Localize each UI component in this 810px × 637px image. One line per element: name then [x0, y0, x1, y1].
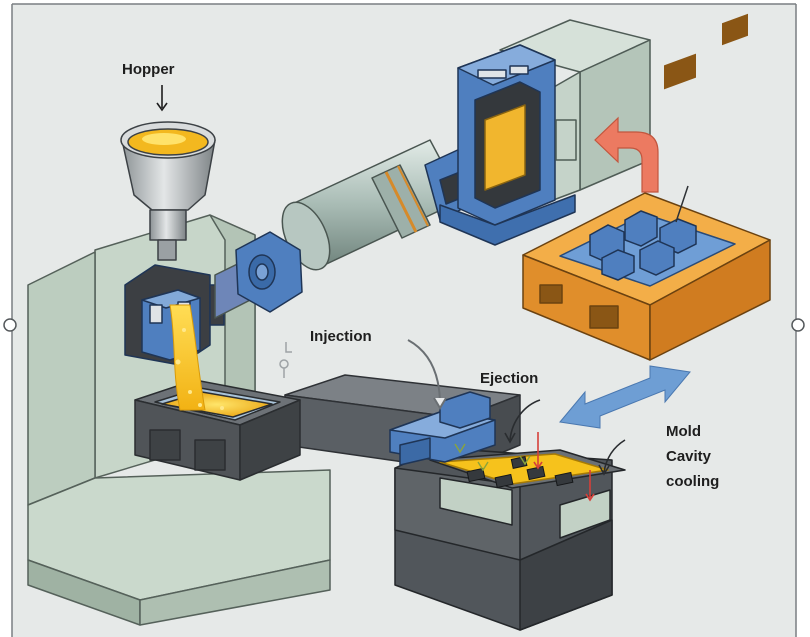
- molded-parts: [466, 456, 574, 489]
- mold-cavities: [589, 210, 697, 281]
- ejection-arrow: [504, 399, 541, 444]
- resize-handle-left[interactable]: [3, 318, 17, 332]
- mold-label: Mold: [666, 423, 701, 440]
- pin-icon: [279, 342, 292, 378]
- resize-handle-right[interactable]: [791, 318, 805, 332]
- moving-platen: [389, 391, 496, 466]
- hopper-arrow: [156, 85, 168, 112]
- cavity-label: Cavity: [666, 448, 712, 465]
- shuttle-arrow: [559, 365, 691, 429]
- cooling-label: cooling: [666, 473, 719, 490]
- drive-unit: [439, 19, 651, 246]
- ejection-label: Ejection: [480, 370, 538, 387]
- injection-arrow: [407, 339, 447, 410]
- cooling-red-arrows: [533, 432, 595, 502]
- injection-label: Injection: [310, 328, 372, 345]
- hopper-label: Hopper: [122, 61, 175, 78]
- cooling-arrow: [598, 439, 626, 476]
- return-arrow: [594, 116, 659, 193]
- melt-sparkles: [175, 328, 224, 410]
- hopper: [120, 121, 216, 261]
- barrel-flange: [235, 231, 303, 313]
- mold-callout-line: [675, 185, 689, 223]
- right-mold-base: [394, 447, 626, 631]
- flow-green-arrows: [454, 443, 531, 472]
- molten-stream: [169, 304, 206, 411]
